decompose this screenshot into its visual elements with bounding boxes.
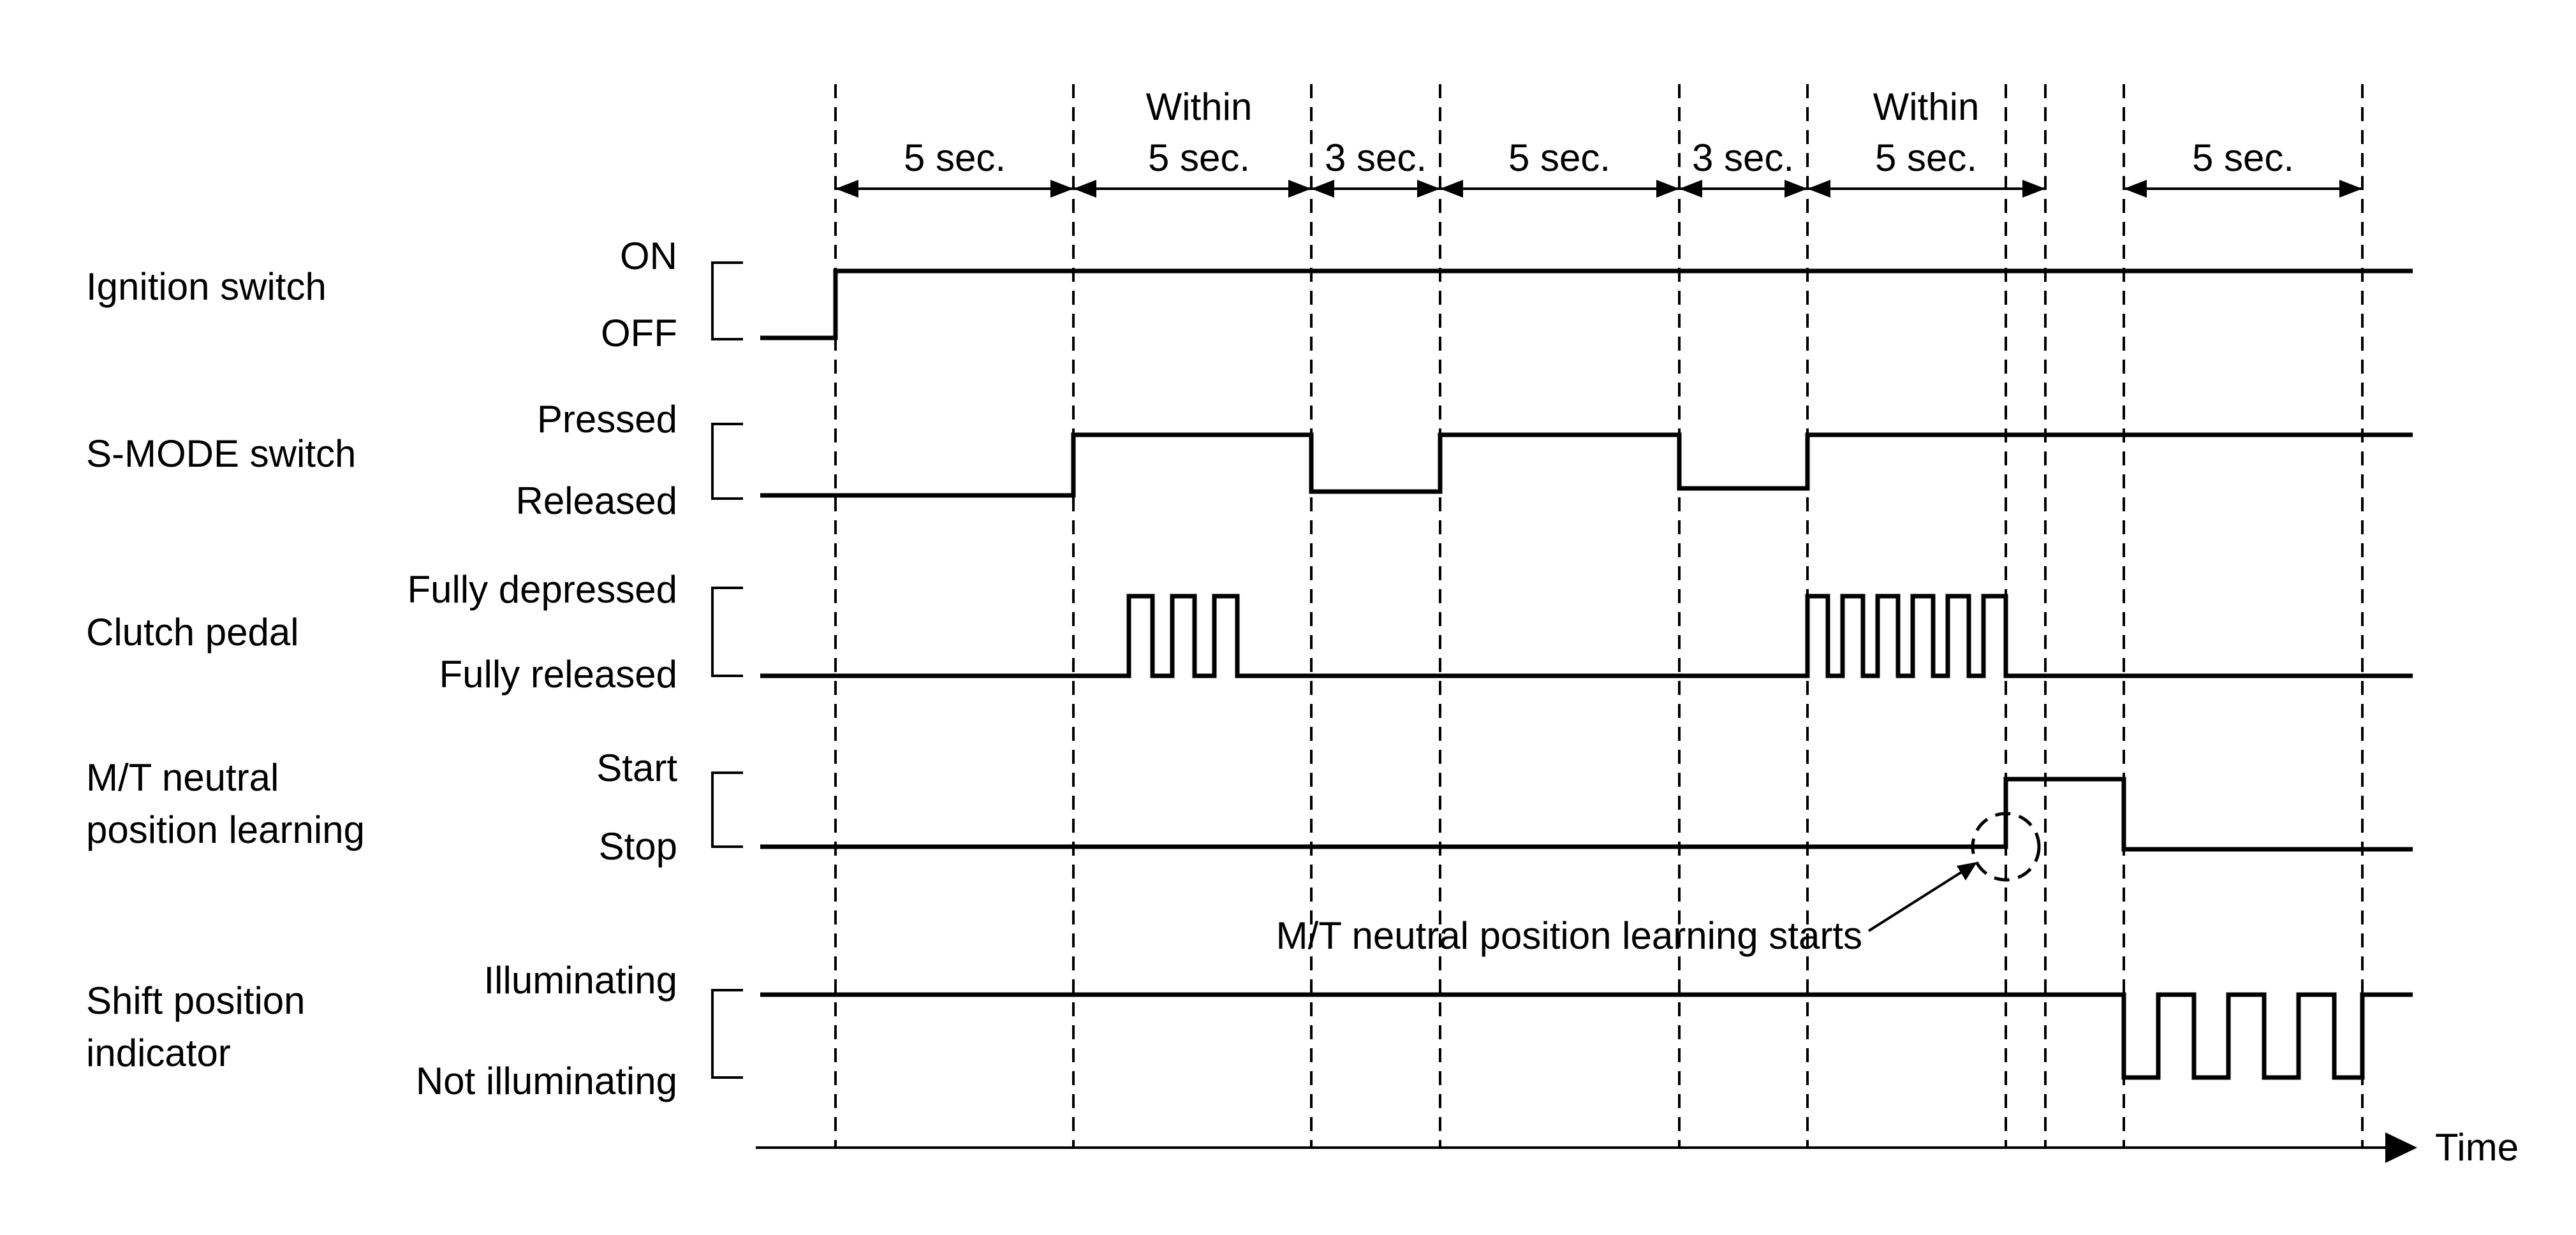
state-label-high: ON bbox=[620, 235, 677, 277]
waveform-clutch bbox=[760, 594, 2413, 678]
level-bracket bbox=[711, 587, 743, 677]
signal-name-ignition: Ignition switch bbox=[86, 265, 327, 308]
interval-label-line2: 5 sec. bbox=[1875, 136, 1977, 179]
signal-name-neutral-learning-line1: M/T neutral bbox=[86, 756, 279, 799]
waveforms bbox=[760, 268, 2413, 1080]
state-label-low: Not illuminating bbox=[416, 1060, 677, 1102]
state-label-low: Stop bbox=[599, 825, 677, 868]
state-label-low: OFF bbox=[601, 312, 677, 354]
state-label-high: Illuminating bbox=[484, 959, 678, 1002]
arrowhead bbox=[1417, 180, 1440, 198]
arrowhead bbox=[1311, 180, 1334, 198]
annotation-text: M/T neutral position learning starts bbox=[1276, 914, 1862, 957]
interval-label: 5 sec. bbox=[1508, 136, 1610, 179]
signal-name-shift-indicator-line1: Shift position bbox=[86, 979, 305, 1022]
time-guides bbox=[834, 84, 2364, 1148]
interval-label-line1: Within bbox=[1146, 85, 1253, 128]
arrowhead bbox=[1957, 862, 1977, 881]
state-label-high: Pressed bbox=[537, 398, 677, 441]
arrowhead bbox=[2022, 180, 2045, 198]
waveform-neutral-learning bbox=[760, 777, 2413, 852]
interval-label-line2: 5 sec. bbox=[1148, 136, 1250, 179]
level-brackets bbox=[711, 261, 743, 1079]
annotation-leader bbox=[1867, 869, 1966, 932]
state-label-low: Fully released bbox=[439, 653, 677, 696]
level-bracket bbox=[711, 771, 743, 848]
time-axis-arrowhead bbox=[2385, 1132, 2417, 1163]
state-label-high: Fully depressed bbox=[407, 568, 677, 611]
interval-label: 5 sec. bbox=[904, 136, 1006, 179]
waveform-s-mode bbox=[760, 432, 2413, 498]
signal-name-neutral-learning-line2: position learning bbox=[86, 808, 365, 851]
state-labels: ON OFF Pressed Released Fully depressed … bbox=[407, 235, 677, 1102]
interval-label: 5 sec. bbox=[2192, 136, 2294, 179]
arrowhead bbox=[835, 180, 858, 198]
learning-start-marker bbox=[1971, 812, 2041, 882]
interval-arrows bbox=[835, 180, 2362, 198]
learning-start-annotation: M/T neutral position learning starts bbox=[1276, 812, 2041, 957]
level-bracket bbox=[711, 423, 743, 500]
interval-label: 3 sec. bbox=[1325, 136, 1427, 179]
arrowhead bbox=[1440, 180, 1463, 198]
arrowhead bbox=[2124, 180, 2147, 198]
signal-name-s-mode: S-MODE switch bbox=[86, 432, 356, 475]
level-bracket bbox=[711, 989, 743, 1079]
arrowhead bbox=[1288, 180, 1311, 198]
interval-labels: 5 sec. Within 5 sec. 3 sec. 5 sec. 3 sec… bbox=[904, 85, 2294, 179]
arrowhead bbox=[1679, 180, 1702, 198]
arrowhead bbox=[1785, 180, 1807, 198]
level-bracket bbox=[711, 261, 743, 340]
state-label-low: Released bbox=[515, 479, 677, 522]
time-axis-label: Time bbox=[2435, 1126, 2519, 1169]
signal-name-shift-indicator-line2: indicator bbox=[86, 1032, 231, 1074]
interval-label-line1: Within bbox=[1873, 85, 1980, 128]
interval-label: 3 sec. bbox=[1692, 136, 1794, 179]
state-label-high: Start bbox=[596, 747, 677, 789]
arrowhead bbox=[1050, 180, 1073, 198]
arrowhead bbox=[2339, 180, 2362, 198]
arrowhead bbox=[1807, 180, 1830, 198]
arrowhead bbox=[1073, 180, 1096, 198]
signal-name-clutch: Clutch pedal bbox=[86, 611, 299, 654]
time-axis: Time bbox=[756, 1126, 2519, 1169]
waveform-shift-indicator bbox=[760, 992, 2413, 1080]
signal-names: Ignition switch S-MODE switch Clutch ped… bbox=[86, 265, 365, 1074]
arrowhead bbox=[1656, 180, 1679, 198]
waveform-ignition bbox=[760, 268, 2413, 340]
